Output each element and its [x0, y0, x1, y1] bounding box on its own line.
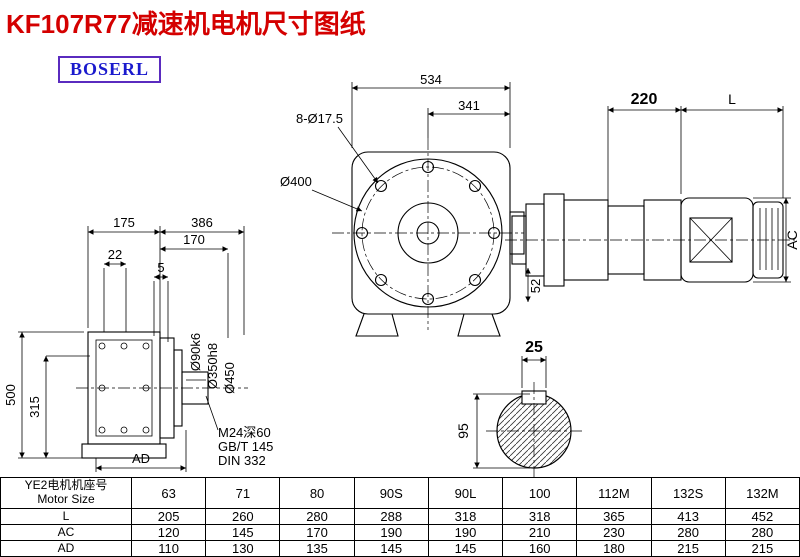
cell-AC-4: 190 — [427, 524, 504, 541]
note-din: DIN 332 — [218, 453, 266, 468]
dim-dia400: Ø400 — [280, 174, 312, 189]
cell-AD-0: 110 — [130, 540, 207, 557]
cell-AD-1: 130 — [205, 540, 281, 557]
table-row-L: L 205 260 280 288 318 318 365 413 452 — [0, 508, 800, 525]
cell-L-6: 365 — [576, 508, 652, 525]
cell-AC-2: 170 — [279, 524, 355, 541]
dim-22: 22 — [108, 247, 122, 262]
size-80: 80 — [279, 477, 355, 509]
cell-L-4: 318 — [427, 508, 504, 525]
cell-AC-0: 120 — [130, 524, 207, 541]
cell-AD-8: 215 — [724, 540, 800, 557]
table-header-cn: YE2电机机座号 — [24, 478, 108, 493]
dim-95: 95 — [455, 423, 471, 439]
size-90s: 90S — [353, 477, 429, 509]
cell-AC-1: 145 — [205, 524, 281, 541]
front-view-dimensions: 534 341 8-Ø17.5 Ø400 52 — [280, 72, 543, 302]
cell-L-3: 288 — [353, 508, 429, 525]
cell-AC-6: 230 — [576, 524, 652, 541]
size-71: 71 — [205, 477, 281, 509]
dim-AD: AD — [132, 451, 150, 466]
cell-AD-6: 180 — [576, 540, 652, 557]
dim-spigot-dia: Ø350h8 — [205, 343, 220, 389]
size-100: 100 — [502, 477, 578, 509]
cell-AD-2: 135 — [279, 540, 355, 557]
dim-500: 500 — [3, 384, 18, 406]
technical-drawing: 534 341 8-Ø17.5 Ø400 52 220 — [3, 72, 800, 477]
table-header-motor-size: YE2电机机座号 Motor Size — [0, 477, 132, 509]
row-label-AC: AC — [0, 524, 132, 541]
row-label-L: L — [0, 508, 132, 525]
cell-AC-8: 280 — [724, 524, 800, 541]
row-label-AD: AD — [0, 540, 132, 557]
size-90l: 90L — [427, 477, 504, 509]
note-tap: M24深60 — [218, 425, 271, 440]
size-132m: 132M — [724, 477, 800, 509]
cell-AD-4: 145 — [427, 540, 504, 557]
cell-L-8: 452 — [724, 508, 800, 525]
dim-175: 175 — [113, 215, 135, 230]
cell-AD-3: 145 — [353, 540, 429, 557]
cell-L-5: 318 — [502, 508, 578, 525]
dim-5: 5 — [157, 260, 164, 275]
cell-AD-7: 215 — [650, 540, 726, 557]
motor-view-dimensions: 220 L AC — [607, 91, 800, 283]
dim-220: 220 — [631, 91, 658, 108]
cell-AC-5: 210 — [502, 524, 578, 541]
cell-L-1: 260 — [205, 508, 281, 525]
dim-386: 386 — [191, 215, 213, 230]
boserl-logo: BOSERL — [58, 56, 162, 83]
motor-side-view — [505, 193, 795, 287]
cell-L-2: 280 — [279, 508, 355, 525]
dim-L: L — [728, 91, 736, 107]
cell-AC-3: 190 — [353, 524, 429, 541]
cell-AC-7: 280 — [650, 524, 726, 541]
left-side-view — [76, 331, 248, 459]
table-row-AC: AC 120 145 170 190 190 210 230 280 280 — [0, 524, 800, 541]
dim-flange-dia: Ø450 — [222, 362, 237, 394]
size-63: 63 — [130, 477, 207, 509]
size-112m: 112M — [576, 477, 652, 509]
table-row-AD: AD 110 130 135 145 145 160 180 215 215 — [0, 540, 800, 557]
left-view-dimensions: 175 386 170 22 5 500 315 Ø90k6 Ø350h8 Ø4… — [3, 215, 273, 472]
table-header-en: Motor Size — [37, 492, 95, 506]
shaft-cross-section: 25 95 — [455, 339, 582, 477]
dim-25: 25 — [525, 339, 543, 356]
front-flange-view — [332, 138, 525, 337]
cell-AD-5: 160 — [502, 540, 578, 557]
dim-bolt-holes: 8-Ø17.5 — [296, 111, 343, 126]
dim-534: 534 — [420, 72, 442, 87]
dim-shaft-dia: Ø90k6 — [188, 333, 203, 371]
dim-170: 170 — [183, 232, 205, 247]
dim-315: 315 — [27, 396, 42, 418]
motor-size-table: YE2电机机座号 Motor Size 63 71 80 90S 90L 100… — [0, 477, 800, 557]
dim-AC: AC — [784, 230, 800, 249]
page-title: KF107R77减速机电机尺寸图纸 — [6, 9, 366, 39]
cell-L-0: 205 — [130, 508, 207, 525]
note-gbt: GB/T 145 — [218, 439, 273, 454]
cell-L-7: 413 — [650, 508, 726, 525]
dim-341: 341 — [458, 98, 480, 113]
dim-52: 52 — [528, 279, 543, 293]
size-132s: 132S — [650, 477, 726, 509]
